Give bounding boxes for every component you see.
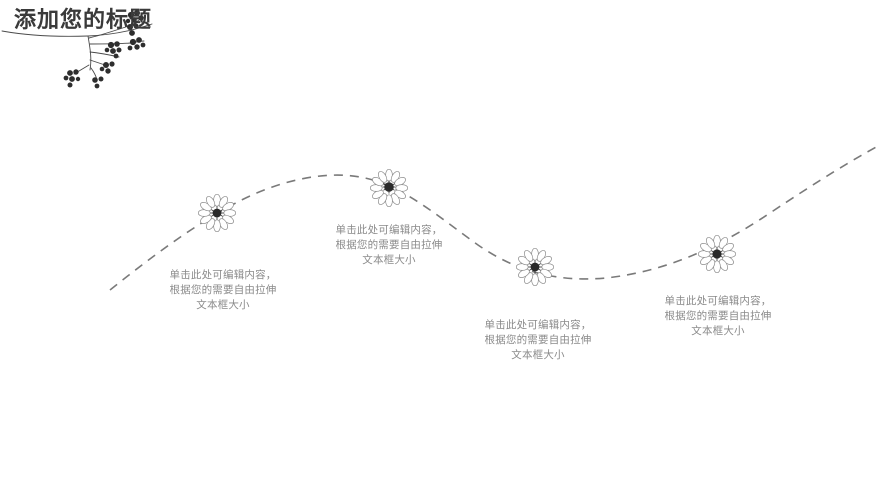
slide-title-block: 添加您的标题 bbox=[0, 0, 200, 100]
milestone-caption-3[interactable]: 单击此处可编辑内容， 根据您的需要自由拉伸 文本框大小 bbox=[485, 318, 592, 363]
flower-marker-1[interactable] bbox=[198, 194, 236, 232]
caption-line: 根据您的需要自由拉伸 bbox=[664, 310, 772, 322]
caption-line: 文本框大小 bbox=[362, 254, 416, 266]
milestone-caption-2[interactable]: 单击此处可编辑内容， 根据您的需要自由拉伸 文本框大小 bbox=[336, 223, 443, 268]
caption-line: 文本框大小 bbox=[511, 349, 565, 361]
caption-line: 单击此处可编辑内容， bbox=[169, 269, 277, 281]
flower-marker-2[interactable] bbox=[370, 169, 408, 207]
flower-marker-3[interactable] bbox=[516, 248, 554, 286]
caption-line: 单击此处可编辑内容， bbox=[484, 319, 592, 331]
caption-line: 文本框大小 bbox=[691, 325, 745, 337]
caption-line: 文本框大小 bbox=[196, 299, 250, 311]
caption-line: 根据您的需要自由拉伸 bbox=[335, 239, 443, 251]
caption-line: 单击此处可编辑内容， bbox=[664, 295, 772, 307]
berry-branch-icon bbox=[1, 10, 153, 89]
page-title: 添加您的标题 bbox=[14, 7, 153, 32]
caption-line: 单击此处可编辑内容， bbox=[335, 224, 443, 236]
flower-marker-4[interactable] bbox=[698, 235, 736, 273]
caption-line: 根据您的需要自由拉伸 bbox=[169, 284, 277, 296]
caption-line: 根据您的需要自由拉伸 bbox=[484, 334, 592, 346]
milestone-caption-4[interactable]: 单击此处可编辑内容， 根据您的需要自由拉伸 文本框大小 bbox=[665, 294, 772, 339]
milestone-caption-1[interactable]: 单击此处可编辑内容， 根据您的需要自由拉伸 文本框大小 bbox=[170, 268, 277, 313]
